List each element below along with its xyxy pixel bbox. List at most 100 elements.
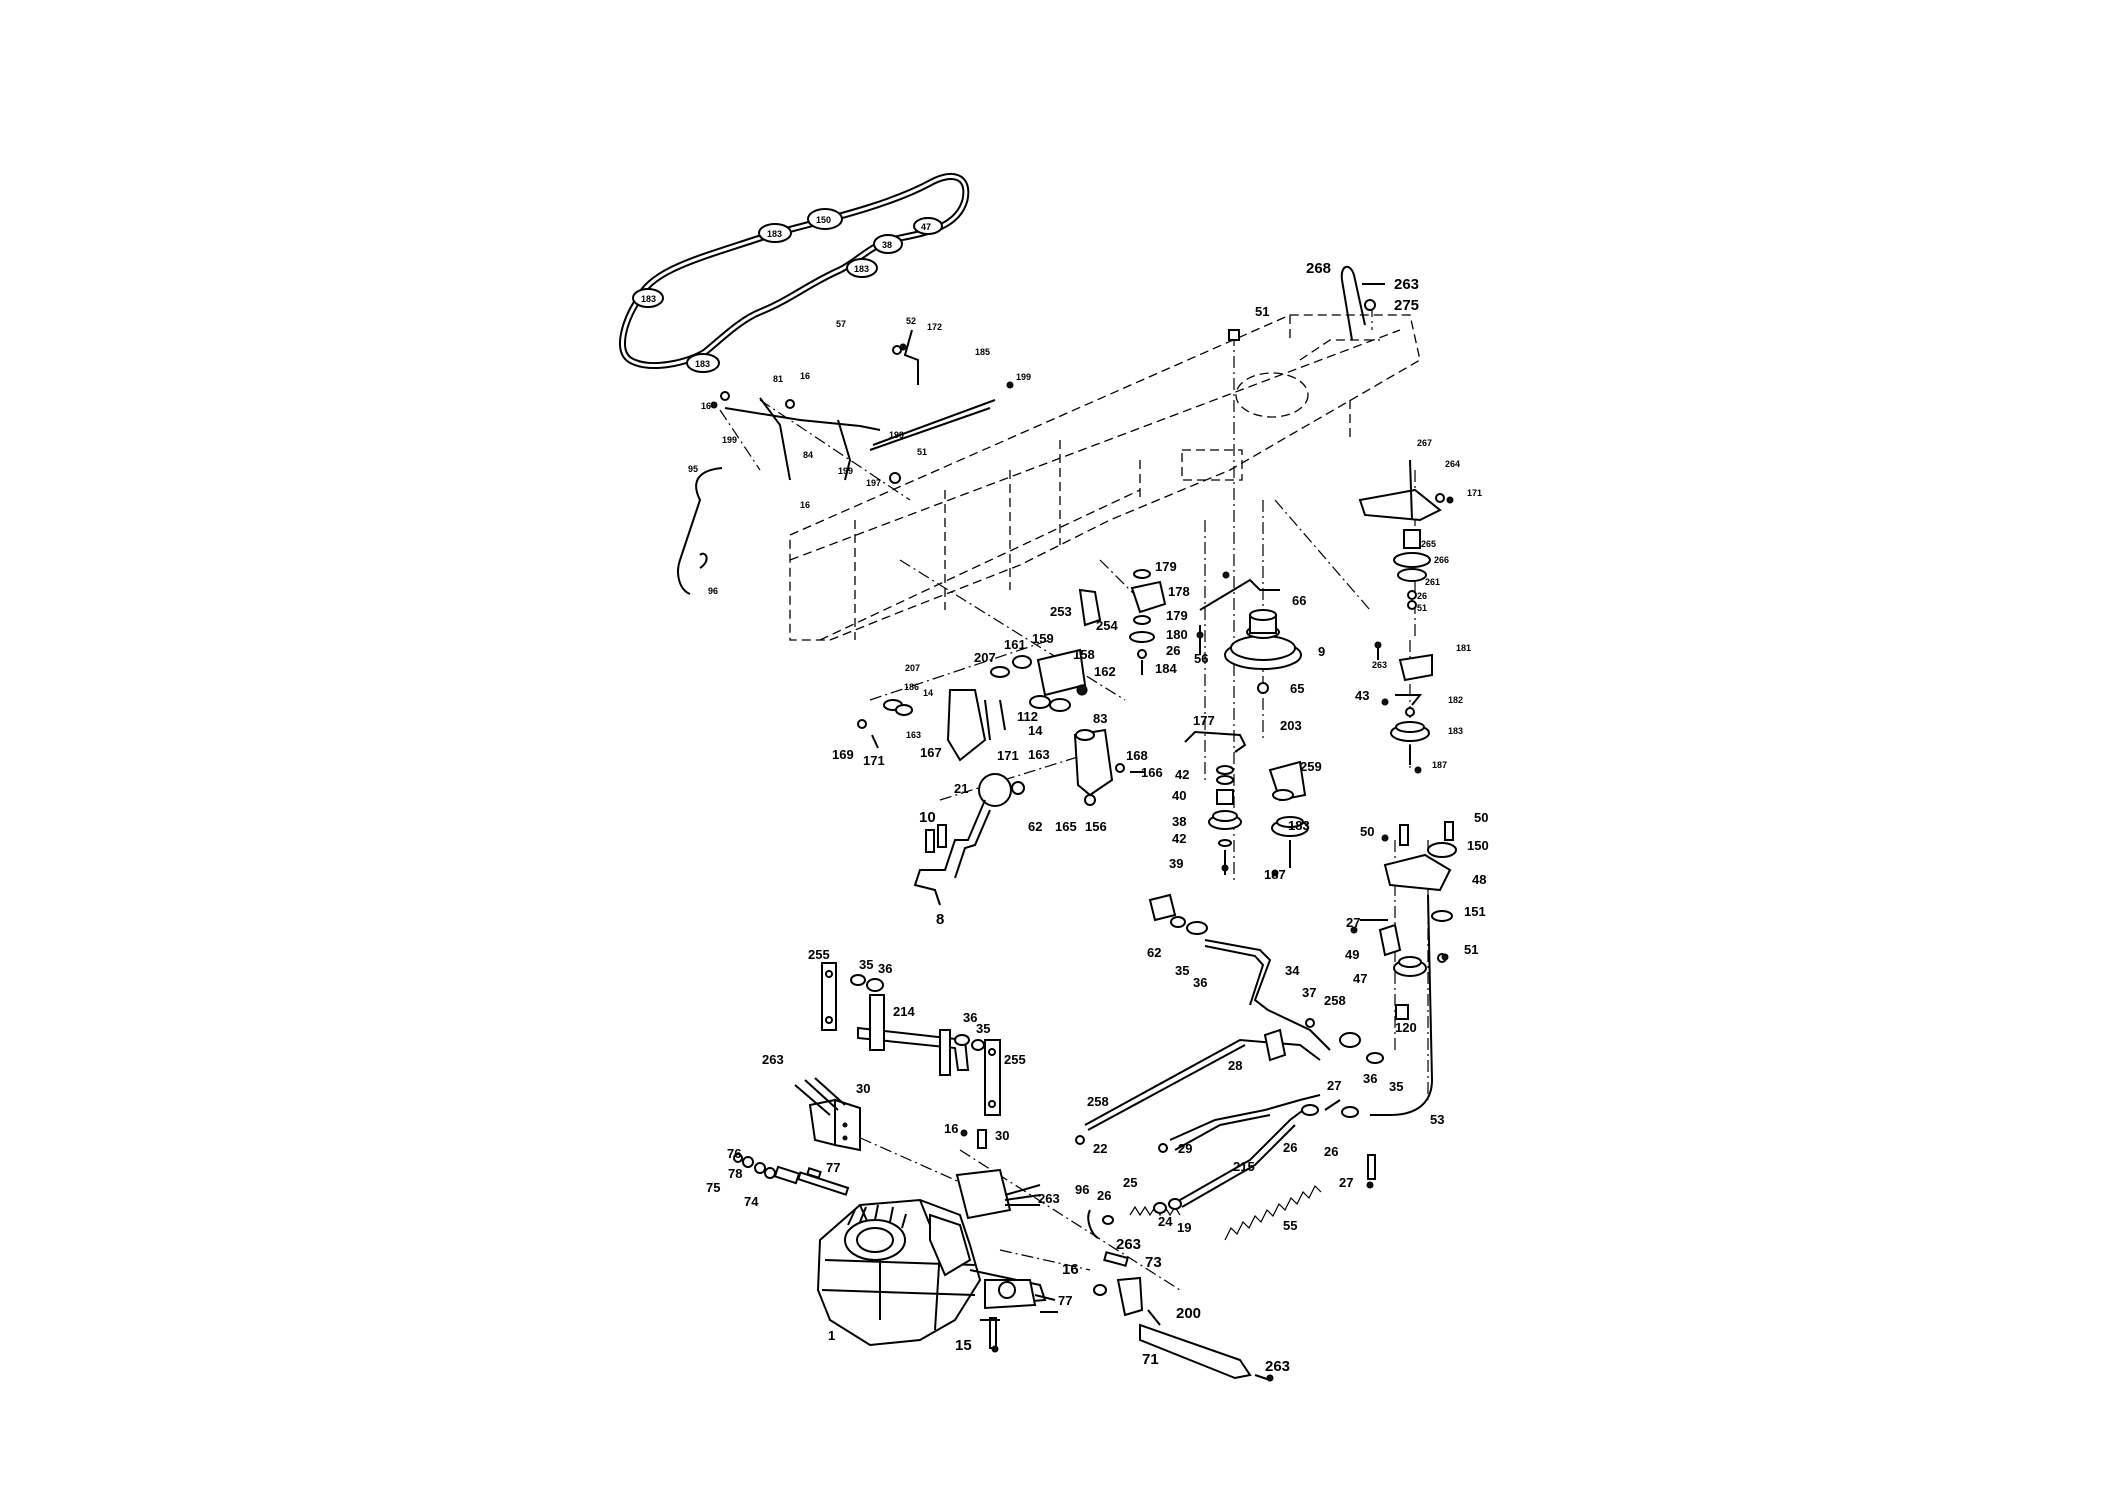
belt-label: 183 xyxy=(641,294,656,304)
part-number-label: 263 xyxy=(1265,1358,1290,1375)
part-number-label: 43 xyxy=(1355,688,1369,703)
part-number-label: 162 xyxy=(1094,664,1116,679)
part-number-label: 177 xyxy=(1193,713,1215,728)
part-number-label: 74 xyxy=(744,1194,759,1209)
part-number-label: 10 xyxy=(919,809,936,826)
part-number-label: 77 xyxy=(1058,1293,1072,1308)
part-number-label: 22 xyxy=(1093,1141,1107,1156)
part-number-label: 28 xyxy=(1228,1058,1242,1073)
part-number-label: 183 xyxy=(1448,726,1463,736)
part-number-label: 49 xyxy=(1345,947,1359,962)
part-number-label: 30 xyxy=(856,1081,870,1096)
idler-bracket-264 xyxy=(1358,459,1445,610)
part-number-label: 120 xyxy=(1395,1020,1417,1035)
part-number-label: 171 xyxy=(997,748,1019,763)
belt-pulley-150: 150 xyxy=(807,208,843,230)
part-number-label: 81 xyxy=(773,374,783,384)
clip-165 xyxy=(1011,781,1096,806)
part-number-label: 180 xyxy=(1166,627,1188,642)
brake-bracket-48 xyxy=(1360,821,1457,1116)
part-number-label: 200 xyxy=(1176,1305,1201,1322)
part-number-label: 179 xyxy=(1155,559,1177,574)
part-number-label: 27 xyxy=(1346,915,1360,930)
axle-brackets-214 xyxy=(821,962,1001,1116)
part-number-label: 96 xyxy=(708,586,718,596)
part-number-label: 36 xyxy=(1363,1071,1377,1086)
part-number-label: 56 xyxy=(1194,651,1208,666)
part-number-label: 62 xyxy=(1147,945,1161,960)
part-number-label: 50 xyxy=(1474,810,1488,825)
part-number-label: 57 xyxy=(836,319,846,329)
part-number-label: 183 xyxy=(1288,818,1310,833)
part-number-label: 266 xyxy=(1434,555,1449,565)
part-number-label: 16 xyxy=(701,401,711,411)
part-number-label: 75 xyxy=(706,1180,720,1195)
part-number-label: 95 xyxy=(688,464,698,474)
part-number-label: 35 xyxy=(1389,1079,1403,1094)
belt-pulley-47: 47 xyxy=(913,217,943,235)
part-number-label: 35 xyxy=(1175,963,1189,978)
part-number-label: 151 xyxy=(1464,904,1486,919)
part-number-label: 150 xyxy=(1467,838,1489,853)
part-number-label: 55 xyxy=(1283,1218,1297,1233)
upper-right-spindle xyxy=(1228,265,1385,341)
part-number-label: 255 xyxy=(808,947,830,962)
part-number-label: 35 xyxy=(859,957,873,972)
tractor-frame xyxy=(789,314,1421,641)
bracket-30-left xyxy=(794,1077,861,1152)
part-number-label: 16 xyxy=(944,1121,958,1136)
part-number-label: 83 xyxy=(1093,711,1107,726)
part-number-label: 76 xyxy=(727,1146,741,1161)
part-number-label: 199 xyxy=(838,466,853,476)
part-number-label: 182 xyxy=(1448,695,1463,705)
part-number-label: 27 xyxy=(1327,1078,1341,1093)
part-number-label: 62 xyxy=(1028,819,1042,834)
part-number-label: 171 xyxy=(1467,488,1482,498)
part-number-label: 39 xyxy=(1169,856,1183,871)
part-number-label: 73 xyxy=(1145,1254,1162,1271)
part-number-label: 181 xyxy=(1456,643,1471,653)
part-number-label: 184 xyxy=(1155,661,1177,676)
part-number-label: 36 xyxy=(878,961,892,976)
part-number-label: 214 xyxy=(893,1004,915,1019)
part-number-label: 199 xyxy=(889,430,904,440)
part-number-label: 30 xyxy=(995,1128,1009,1143)
part-number-label: 199 xyxy=(1016,372,1031,382)
part-number-label: 253 xyxy=(1050,604,1072,619)
part-number-label: 258 xyxy=(1087,1094,1109,1109)
part-number-label: 187 xyxy=(1264,867,1286,882)
part-number-label: 207 xyxy=(974,650,996,665)
mower-engine-pulley-9 xyxy=(1199,578,1302,694)
part-number-label: 38 xyxy=(1172,814,1186,829)
part-number-label: 163 xyxy=(1028,747,1050,762)
part-number-label: 255 xyxy=(1004,1052,1026,1067)
part-number-label: 53 xyxy=(1430,1112,1444,1127)
part-number-label: 26 xyxy=(1417,591,1427,601)
belt-label: 38 xyxy=(882,240,892,250)
part-number-label: 167 xyxy=(920,745,942,760)
part-number-label: 264 xyxy=(1445,459,1460,469)
part-number-label: 26 xyxy=(1097,1188,1111,1203)
part-number-label: 158 xyxy=(1073,647,1095,662)
part-number-label: 36 xyxy=(963,1010,977,1025)
part-number-label: 168 xyxy=(1126,748,1148,763)
part-number-label: 26 xyxy=(1166,643,1180,658)
belt-label: 183 xyxy=(854,264,869,274)
belt-pulley-183-mid: 183 xyxy=(758,223,792,243)
brake-lever-71 xyxy=(1093,1251,1271,1381)
part-number-label: 14 xyxy=(1028,723,1043,738)
idler-bracket-259 xyxy=(1268,760,1309,868)
belt-label: 183 xyxy=(767,229,782,239)
pedal-linkage xyxy=(1075,893,1384,1208)
part-number-label: 203 xyxy=(1280,718,1302,733)
part-number-label: 96 xyxy=(1075,1182,1089,1197)
part-number-label: 159 xyxy=(1032,631,1054,646)
part-number-label: 267 xyxy=(1417,438,1432,448)
part-number-label: 24 xyxy=(1158,1214,1173,1229)
part-number-label: 16 xyxy=(800,371,810,381)
part-number-label: 51 xyxy=(1417,603,1427,613)
lift-lever-8 xyxy=(913,773,1012,906)
belt-pulley-183-bottom: 183 xyxy=(686,353,720,373)
part-number-label: 263 xyxy=(1038,1191,1060,1206)
